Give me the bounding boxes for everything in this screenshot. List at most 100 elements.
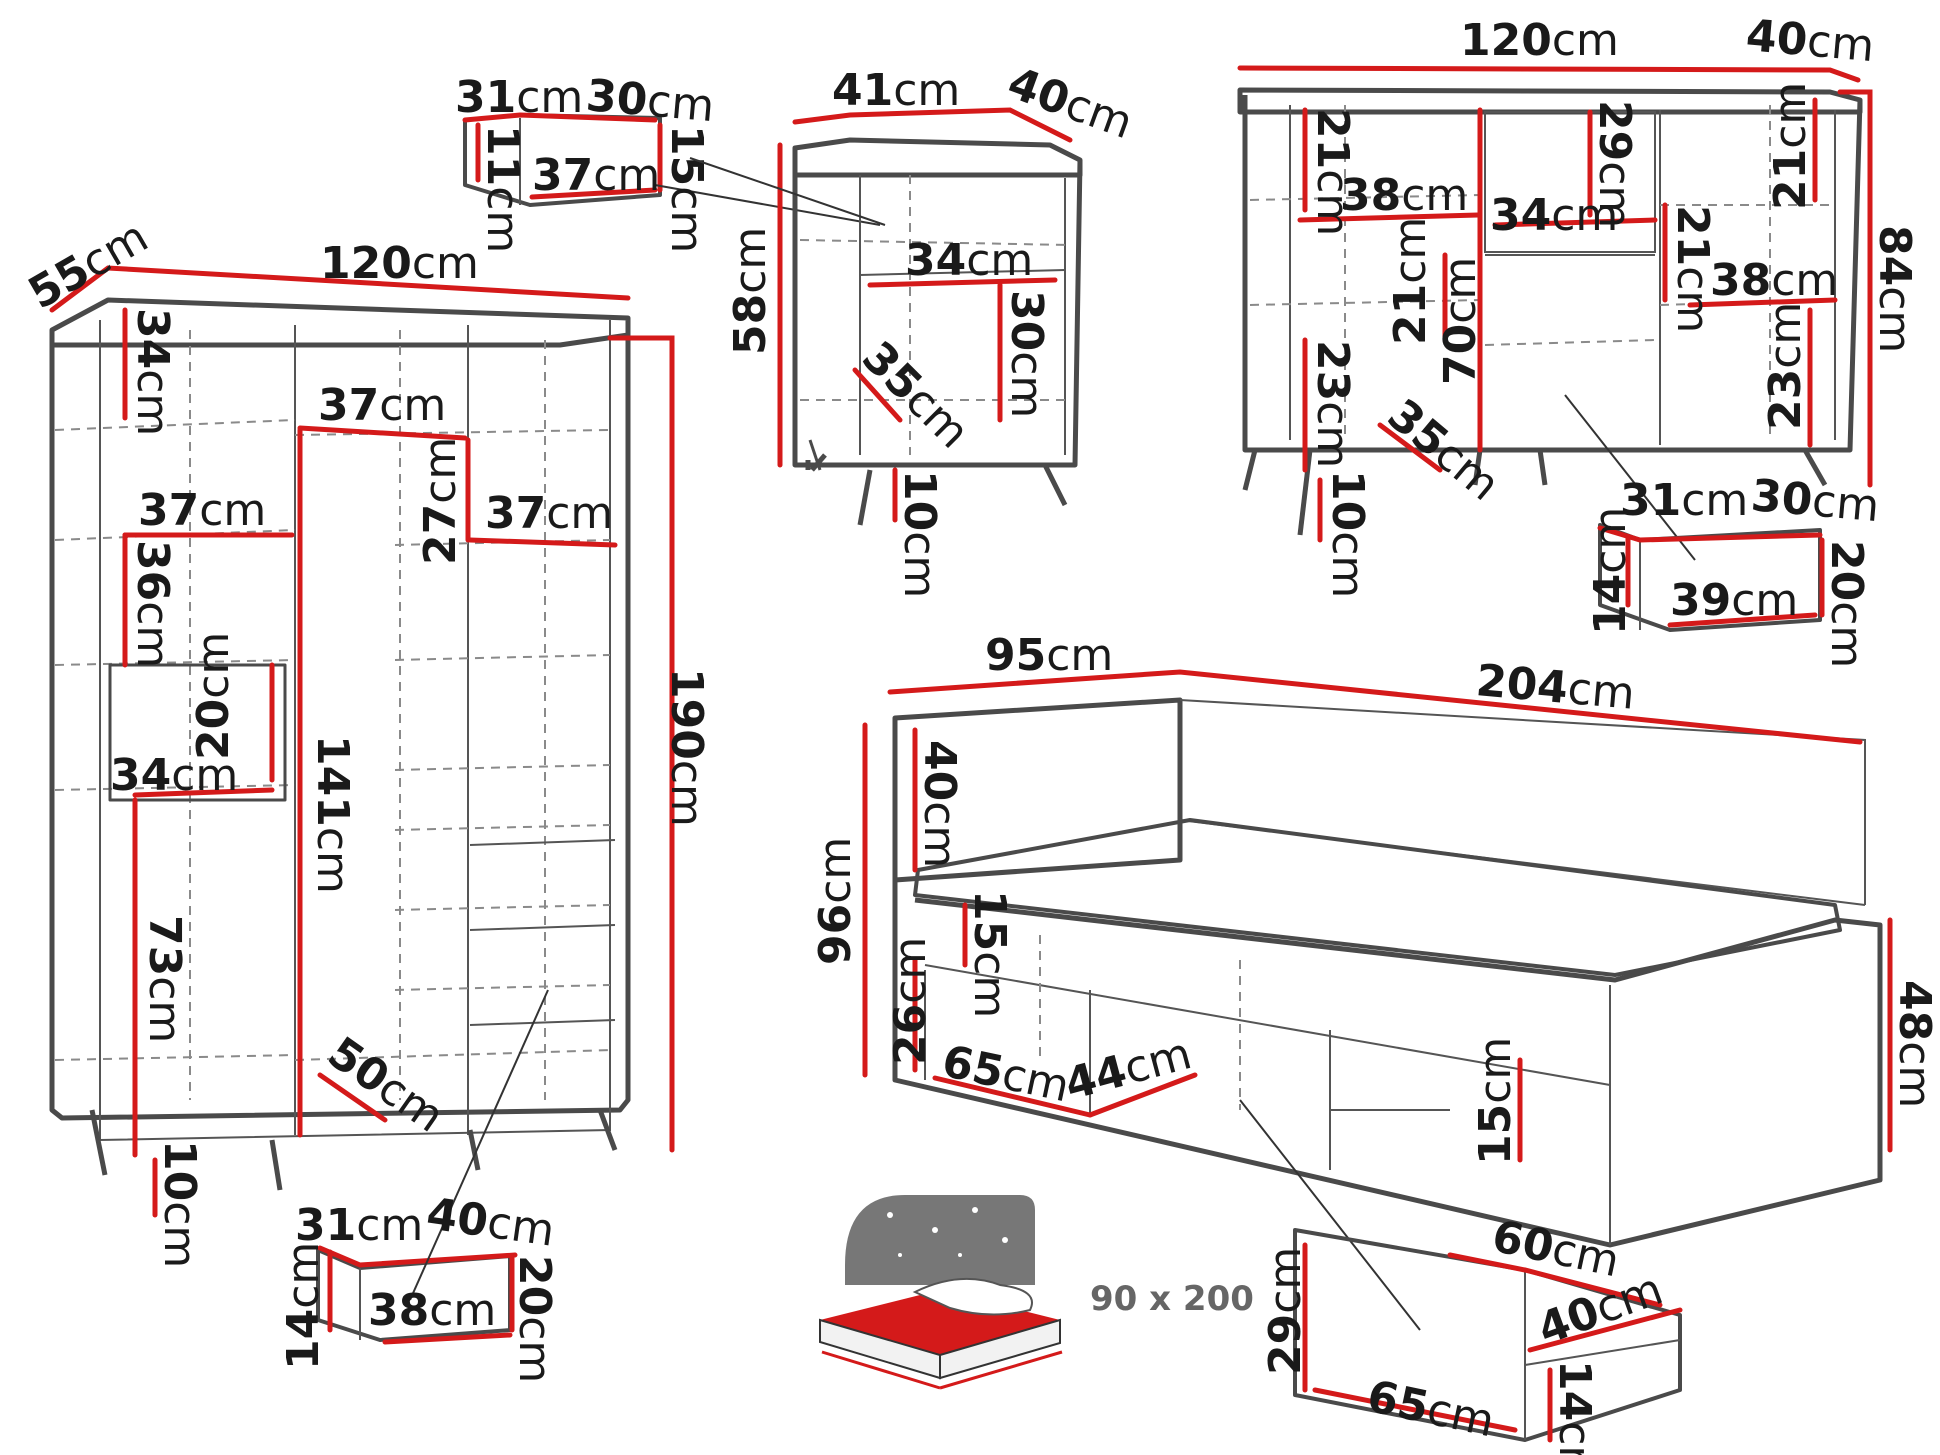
wardrobe-drawer-depth-label: 40 [423, 1188, 491, 1247]
svg-text:23cm: 23cm [1307, 340, 1358, 468]
wardrobe-width-label: 120 [320, 238, 412, 289]
sideboard-height-label: 84 [1869, 225, 1920, 286]
mattress-icon [819, 1195, 1063, 1390]
nightstand-niche-height-label: 30 [1001, 290, 1052, 351]
svg-text:29cm: 29cm [1260, 1247, 1311, 1375]
sideboard-width-label: 120 [1460, 15, 1552, 66]
svg-text:27cm: 27cm [415, 437, 466, 565]
sideboard-r2-label: 21 [1667, 205, 1718, 266]
svg-text:21cm: 21cm [1765, 82, 1816, 210]
wardrobe-center-height-label: 141 [307, 735, 358, 827]
wardrobe-top-shelf-label: 34 [127, 308, 178, 369]
bed-length-label: 204 [1474, 655, 1570, 714]
nightstand-width-label: 41 [832, 65, 893, 116]
nightstand-drawing: 41cm 40cm 58cm 34cm 30cm 35cm 10cm [689, 57, 1139, 598]
svg-text:14cm: 14cm [1585, 507, 1636, 635]
svg-text:30cm: 30cm [1001, 290, 1052, 418]
svg-text:41cm: 41cm [832, 65, 960, 116]
wardrobe-lower-height-label: 73 [139, 915, 190, 976]
svg-text:96cm: 96cm [810, 837, 861, 965]
small-drawer-h1-label: 11 [477, 125, 528, 186]
wardrobe-legs [89, 1109, 618, 1191]
svg-text:58cm: 58cm [725, 227, 776, 355]
svg-text:73cm: 73cm [139, 915, 190, 1043]
svg-text:34cm: 34cm [905, 235, 1033, 286]
svg-text:34cm: 34cm [127, 308, 178, 436]
bed-drawer-side-height-label: 14 [1549, 1360, 1600, 1421]
small-drawer-width-label: 31 [455, 72, 516, 123]
svg-text:34cm: 34cm [1490, 190, 1618, 241]
small-drawer-depth-label: 30 [584, 70, 649, 126]
sideboard-l2-label: 38 [1340, 170, 1401, 221]
svg-text:48cm: 48cm [1889, 980, 1940, 1108]
bed-gap-height-label: 15 [1470, 1104, 1521, 1165]
sideboard-r4-label: 23 [1760, 369, 1811, 430]
svg-text:39cm: 39cm [1670, 575, 1798, 626]
wardrobe-niche-width-label: 34 [110, 750, 171, 801]
small-drawer-drawing: 31cm 30cm 37cm 11cm 15cm [455, 70, 881, 253]
svg-text:40cm: 40cm [914, 740, 965, 868]
bed-rail-height-label: 15 [964, 890, 1015, 951]
svg-text:21cm: 21cm [1385, 217, 1436, 345]
bed-drawer-length-label: 60 [1488, 1211, 1558, 1274]
svg-text:15cm: 15cm [661, 125, 712, 253]
wardrobe-shelves [54, 330, 611, 1100]
bed-headboard-width-label: 95 [985, 630, 1046, 681]
svg-text:60cm: 60cm [1488, 1211, 1624, 1288]
sideboard-c2-label: 34 [1490, 190, 1551, 241]
wardrobe-center-width-label: 37 [318, 380, 379, 431]
sideboard-drawer-drawing: 31cm 30cm 39cm 14cm 20cm [1585, 470, 1881, 668]
small-drawer-inner-width-label: 37 [532, 150, 593, 201]
svg-text:37cm: 37cm [485, 488, 613, 539]
sideboard-l3-label: 21 [1385, 284, 1436, 345]
sideboard-c1-label: 29 [1589, 100, 1640, 161]
small-drawer-h2-label: 15 [661, 125, 712, 186]
sideboard-drawer-width-label: 31 [1620, 475, 1681, 526]
sideboard-l4-label: 23 [1307, 340, 1358, 401]
svg-text:120cm: 120cm [1460, 15, 1619, 66]
wardrobe-dimension-labels: 55cm 120cm 34cm 37cm 36cm 20cm 34cm 73cm… [20, 211, 712, 1268]
svg-text:65cm: 65cm [1363, 1371, 1499, 1448]
svg-text:84cm: 84cm [1869, 225, 1920, 353]
svg-text:35cm: 35cm [852, 332, 979, 459]
svg-text:14cm: 14cm [1549, 1360, 1600, 1455]
wardrobe-niche-height-label: 20 [188, 699, 239, 760]
svg-text:14cm: 14cm [278, 1242, 329, 1370]
svg-text:70cm: 70cm [1435, 257, 1486, 385]
wardrobe-legs-label: 10 [154, 1140, 205, 1201]
nightstand-drawer-width-label: 34 [905, 235, 966, 286]
sideboard-c3-label: 70 [1435, 324, 1486, 385]
svg-text:36cm: 36cm [127, 540, 178, 668]
sideboard-drawer-front-height-label: 14 [1585, 574, 1636, 635]
wardrobe-drawer-side-height-label: 20 [509, 1255, 560, 1316]
bed-total-height-label: 96 [810, 904, 861, 965]
nightstand-height-label: 58 [725, 294, 776, 355]
wardrobe-left-shelf-height-label: 36 [127, 540, 178, 601]
sideboard-depth-label: 40 [1744, 10, 1809, 66]
svg-text:190cm: 190cm [661, 668, 712, 827]
svg-text:34cm: 34cm [110, 750, 238, 801]
wardrobe-drawer-inner-width-label: 38 [368, 1285, 429, 1336]
bed-drawer-height-label: 26 [885, 1004, 936, 1065]
wardrobe-dimension-lines [49, 265, 675, 1218]
svg-text:30cm: 30cm [584, 70, 716, 132]
svg-text:20cm: 20cm [188, 632, 239, 760]
svg-text:40cm: 40cm [1001, 57, 1139, 149]
svg-text:38cm: 38cm [368, 1285, 496, 1336]
svg-text:30cm: 30cm [1749, 470, 1881, 532]
sideboard-drawer-inner-width-label: 39 [1670, 575, 1731, 626]
svg-text:26cm: 26cm [885, 937, 936, 1065]
wardrobe-right-width-label: 37 [485, 488, 546, 539]
svg-text:40cm: 40cm [423, 1188, 557, 1256]
svg-text:37cm: 37cm [138, 485, 266, 536]
svg-text:29cm: 29cm [1589, 100, 1640, 228]
svg-text:37cm: 37cm [532, 150, 660, 201]
bed-drawer-front-width-label: 65 [1363, 1371, 1433, 1434]
wardrobe-drawer-width-label: 31 [295, 1200, 356, 1251]
svg-text:120cm: 120cm [320, 238, 479, 289]
sideboard-legs [1242, 448, 1828, 536]
sideboard-r3-label: 38 [1710, 255, 1771, 306]
svg-text:141cm: 141cm [307, 735, 358, 894]
sideboard-r1-label: 21 [1765, 149, 1816, 210]
svg-text:95cm: 95cm [985, 630, 1113, 681]
